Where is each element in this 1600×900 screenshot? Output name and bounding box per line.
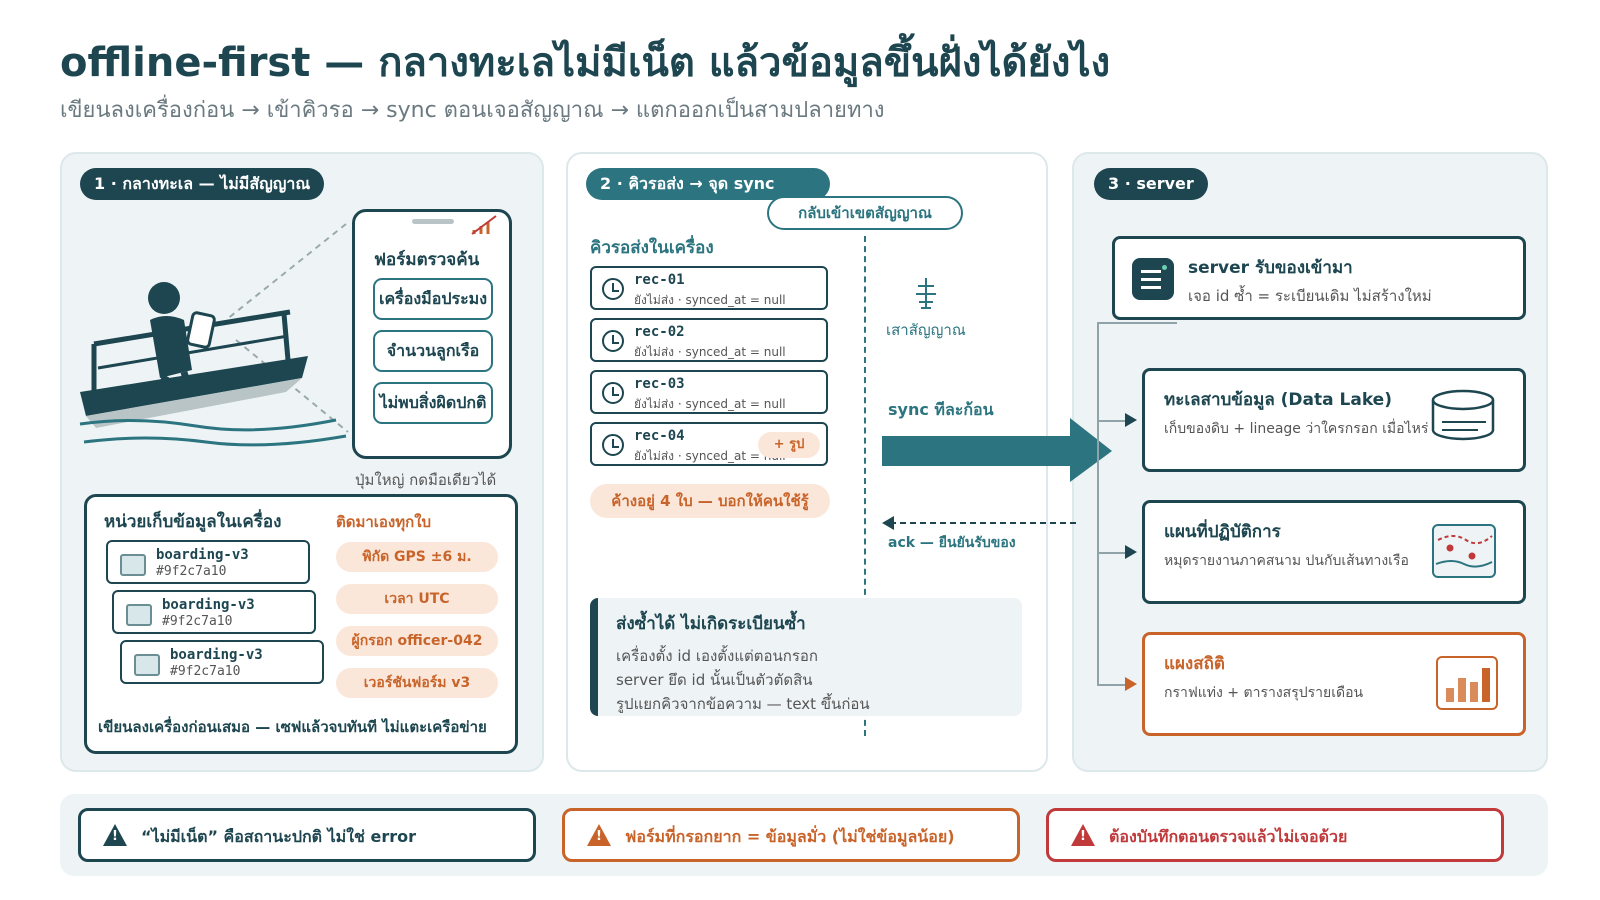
dedup-line: เครื่องตั้ง id เองตั้งแต่ตอนกรอก [616, 647, 819, 665]
fanout-branch [1097, 684, 1127, 686]
record-status: ยังไม่ส่ง · synced_at = null [634, 397, 786, 411]
clock-icon [602, 434, 624, 456]
warning-hard-form: ! ฟอร์มที่กรอกยาก = ข้อมูลมั่ว (ไม่ใช่ข้… [562, 808, 1020, 862]
ack-arrow [890, 522, 1076, 524]
panel1-label: 1 · กลางทะเล — ไม่มีสัญญาณ [80, 168, 325, 200]
phone-caption: ปุ่มใหญ่ กดมือเดียวได้ [355, 471, 497, 489]
clock-icon [602, 278, 624, 300]
form-button-fishing-gear[interactable]: เครื่องมือประมง [373, 278, 493, 320]
fanout-branch [1097, 552, 1127, 554]
queue-record: rec-02 ยังไม่ส่ง · synced_at = null [590, 318, 828, 362]
warning-text: “ไม่มีเน็ต” คือสถานะปกติ ไม่ใช่ error [141, 827, 416, 846]
dedup-line: server ยึด id นั้นเป็นตัวตัดสิน [616, 671, 813, 689]
arrow-head-icon [1125, 545, 1137, 559]
panel3-label: 3 · server [1094, 168, 1208, 200]
tag-officer: ผู้กรอก officer-042 [336, 626, 498, 656]
arrow-head-icon [1125, 677, 1137, 691]
no-signal-icon [471, 215, 497, 235]
form-button-nothing-found[interactable]: ไม่พบสิ่งผิดปกติ [373, 382, 493, 424]
ack-arrow-head [882, 516, 894, 530]
form-title: ฟอร์มตรวจค้น [374, 250, 480, 270]
record-card: boarding-v3 #9f2c7a10 [120, 640, 324, 684]
tag-gps: พิกัด GPS ±6 ม. [336, 542, 498, 572]
storage-footer: เขียนลงเครื่องก่อนเสมอ — เซฟแล้วจบทันที … [98, 718, 487, 736]
attach-title: ติดมาเองทุกใบ [336, 513, 432, 531]
stats-title: แผงสถิติ [1164, 654, 1225, 674]
warning-icon [587, 824, 611, 846]
data-lake-subtitle: เก็บของดิบ + lineage ว่าใครกรอก เมื่อไหร… [1164, 421, 1429, 437]
record-card-hash: #9f2c7a10 [162, 614, 233, 629]
queue-title: คิวรอส่งในเครื่อง [590, 238, 714, 258]
record-card-name: boarding-v3 [156, 547, 249, 563]
destination-data-lake [1142, 368, 1526, 472]
record-id: rec-03 [634, 376, 685, 392]
fanout-link [1097, 322, 1177, 324]
image-icon [120, 554, 146, 576]
clock-icon [602, 330, 624, 352]
warning-offline-normal: ! “ไม่มีเน็ต” คือสถานะปกติ ไม่ใช่ error [78, 808, 536, 862]
reconnect-badge: กลับเข้าเขตสัญญาณ [767, 196, 963, 230]
queue-record: rec-01 ยังไม่ส่ง · synced_at = null [590, 266, 828, 310]
database-icon [1431, 389, 1495, 441]
image-icon [134, 654, 160, 676]
fanout-trunk [1097, 322, 1099, 686]
record-id: rec-01 [634, 272, 685, 288]
record-card: boarding-v3 #9f2c7a10 [106, 540, 310, 584]
warning-text: ฟอร์มที่กรอกยาก = ข้อมูลมั่ว (ไม่ใช่ข้อม… [625, 827, 955, 846]
sync-arrow [882, 418, 1112, 482]
tag-form-version: เวอร์ชันฟอร์ม v3 [336, 668, 498, 698]
ops-map-title: แผนที่ปฏิบัติการ [1164, 522, 1281, 542]
record-card-name: boarding-v3 [170, 647, 263, 663]
record-id: rec-02 [634, 324, 685, 340]
bar-chart-icon [1436, 656, 1498, 710]
phone-speaker [412, 219, 454, 224]
server-title: server รับของเข้ามา [1188, 258, 1353, 278]
page-title: offline-first — กลางทะเลไม่มีเน็ต แล้วข้… [60, 40, 1111, 86]
record-card-hash: #9f2c7a10 [156, 564, 227, 579]
record-status: ยังไม่ส่ง · synced_at = null [634, 345, 786, 359]
record-status: ยังไม่ส่ง · synced_at = null [634, 449, 786, 463]
warning-icon [1071, 824, 1095, 846]
server-box [1112, 236, 1526, 320]
queue-record: rec-03 ยังไม่ส่ง · synced_at = null [590, 370, 828, 414]
form-button-crew-count[interactable]: จำนวนลูกเรือ [373, 330, 493, 372]
stats-subtitle: กราฟแท่ง + ตารางสรุปรายเดือน [1164, 685, 1364, 701]
arrow-head-icon [1125, 413, 1137, 427]
clock-icon [602, 382, 624, 404]
record-id: rec-04 [634, 428, 685, 444]
sync-label: sync ทีละก้อน [888, 400, 994, 419]
signal-tower-label: เสาสัญญาณ [886, 321, 966, 339]
ops-map-subtitle: หมุดรายงานภาคสนาม ปนกับเส้นทางเรือ [1164, 553, 1409, 569]
signal-boundary [864, 236, 866, 736]
fanout-branch [1097, 420, 1127, 422]
warning-text: ต้องบันทึกตอนตรวจแล้วไม่เจอด้วย [1109, 827, 1348, 846]
server-subtitle: เจอ id ซ้ำ = ระเบียนเดิม ไม่สร้างใหม่ [1188, 287, 1432, 305]
panel2-label: 2 · คิวรอส่ง → จุด sync [586, 168, 830, 200]
map-icon [1432, 524, 1496, 578]
boat-officer-illustration [79, 223, 349, 447]
warning-record-negative: ! ต้องบันทึกตอนตรวจแล้วไม่เจอด้วย [1046, 808, 1504, 862]
record-card: boarding-v3 #9f2c7a10 [112, 590, 316, 634]
record-card-name: boarding-v3 [162, 597, 255, 613]
dedup-line: รูปแยกคิวจากข้อความ — text ขึ้นก่อน [616, 695, 870, 713]
data-lake-title: ทะเลสาบข้อมูล (Data Lake) [1164, 390, 1392, 410]
tag-time: เวลา UTC [336, 584, 498, 614]
dedup-title: ส่งซ้ำได้ ไม่เกิดระเบียนซ้ำ [616, 614, 806, 634]
server-icon [1132, 258, 1174, 300]
pending-count-badge: ค้างอยู่ 4 ใบ — บอกให้คนใช้รู้ [590, 484, 830, 518]
photo-attachment-badge: + รูป [758, 432, 820, 458]
record-card-hash: #9f2c7a10 [170, 664, 241, 679]
warning-icon [103, 824, 127, 846]
image-icon [126, 604, 152, 626]
dedup-note [590, 598, 1022, 716]
record-status: ยังไม่ส่ง · synced_at = null [634, 293, 786, 307]
storage-title: หน่วยเก็บข้อมูลในเครื่อง [104, 512, 282, 532]
page-subtitle: เขียนลงเครื่องก่อน → เข้าคิวรอ → sync ตอ… [60, 98, 885, 123]
signal-tower-icon [916, 278, 936, 309]
ack-label: ack — ยืนยันรับของ [888, 535, 1016, 551]
